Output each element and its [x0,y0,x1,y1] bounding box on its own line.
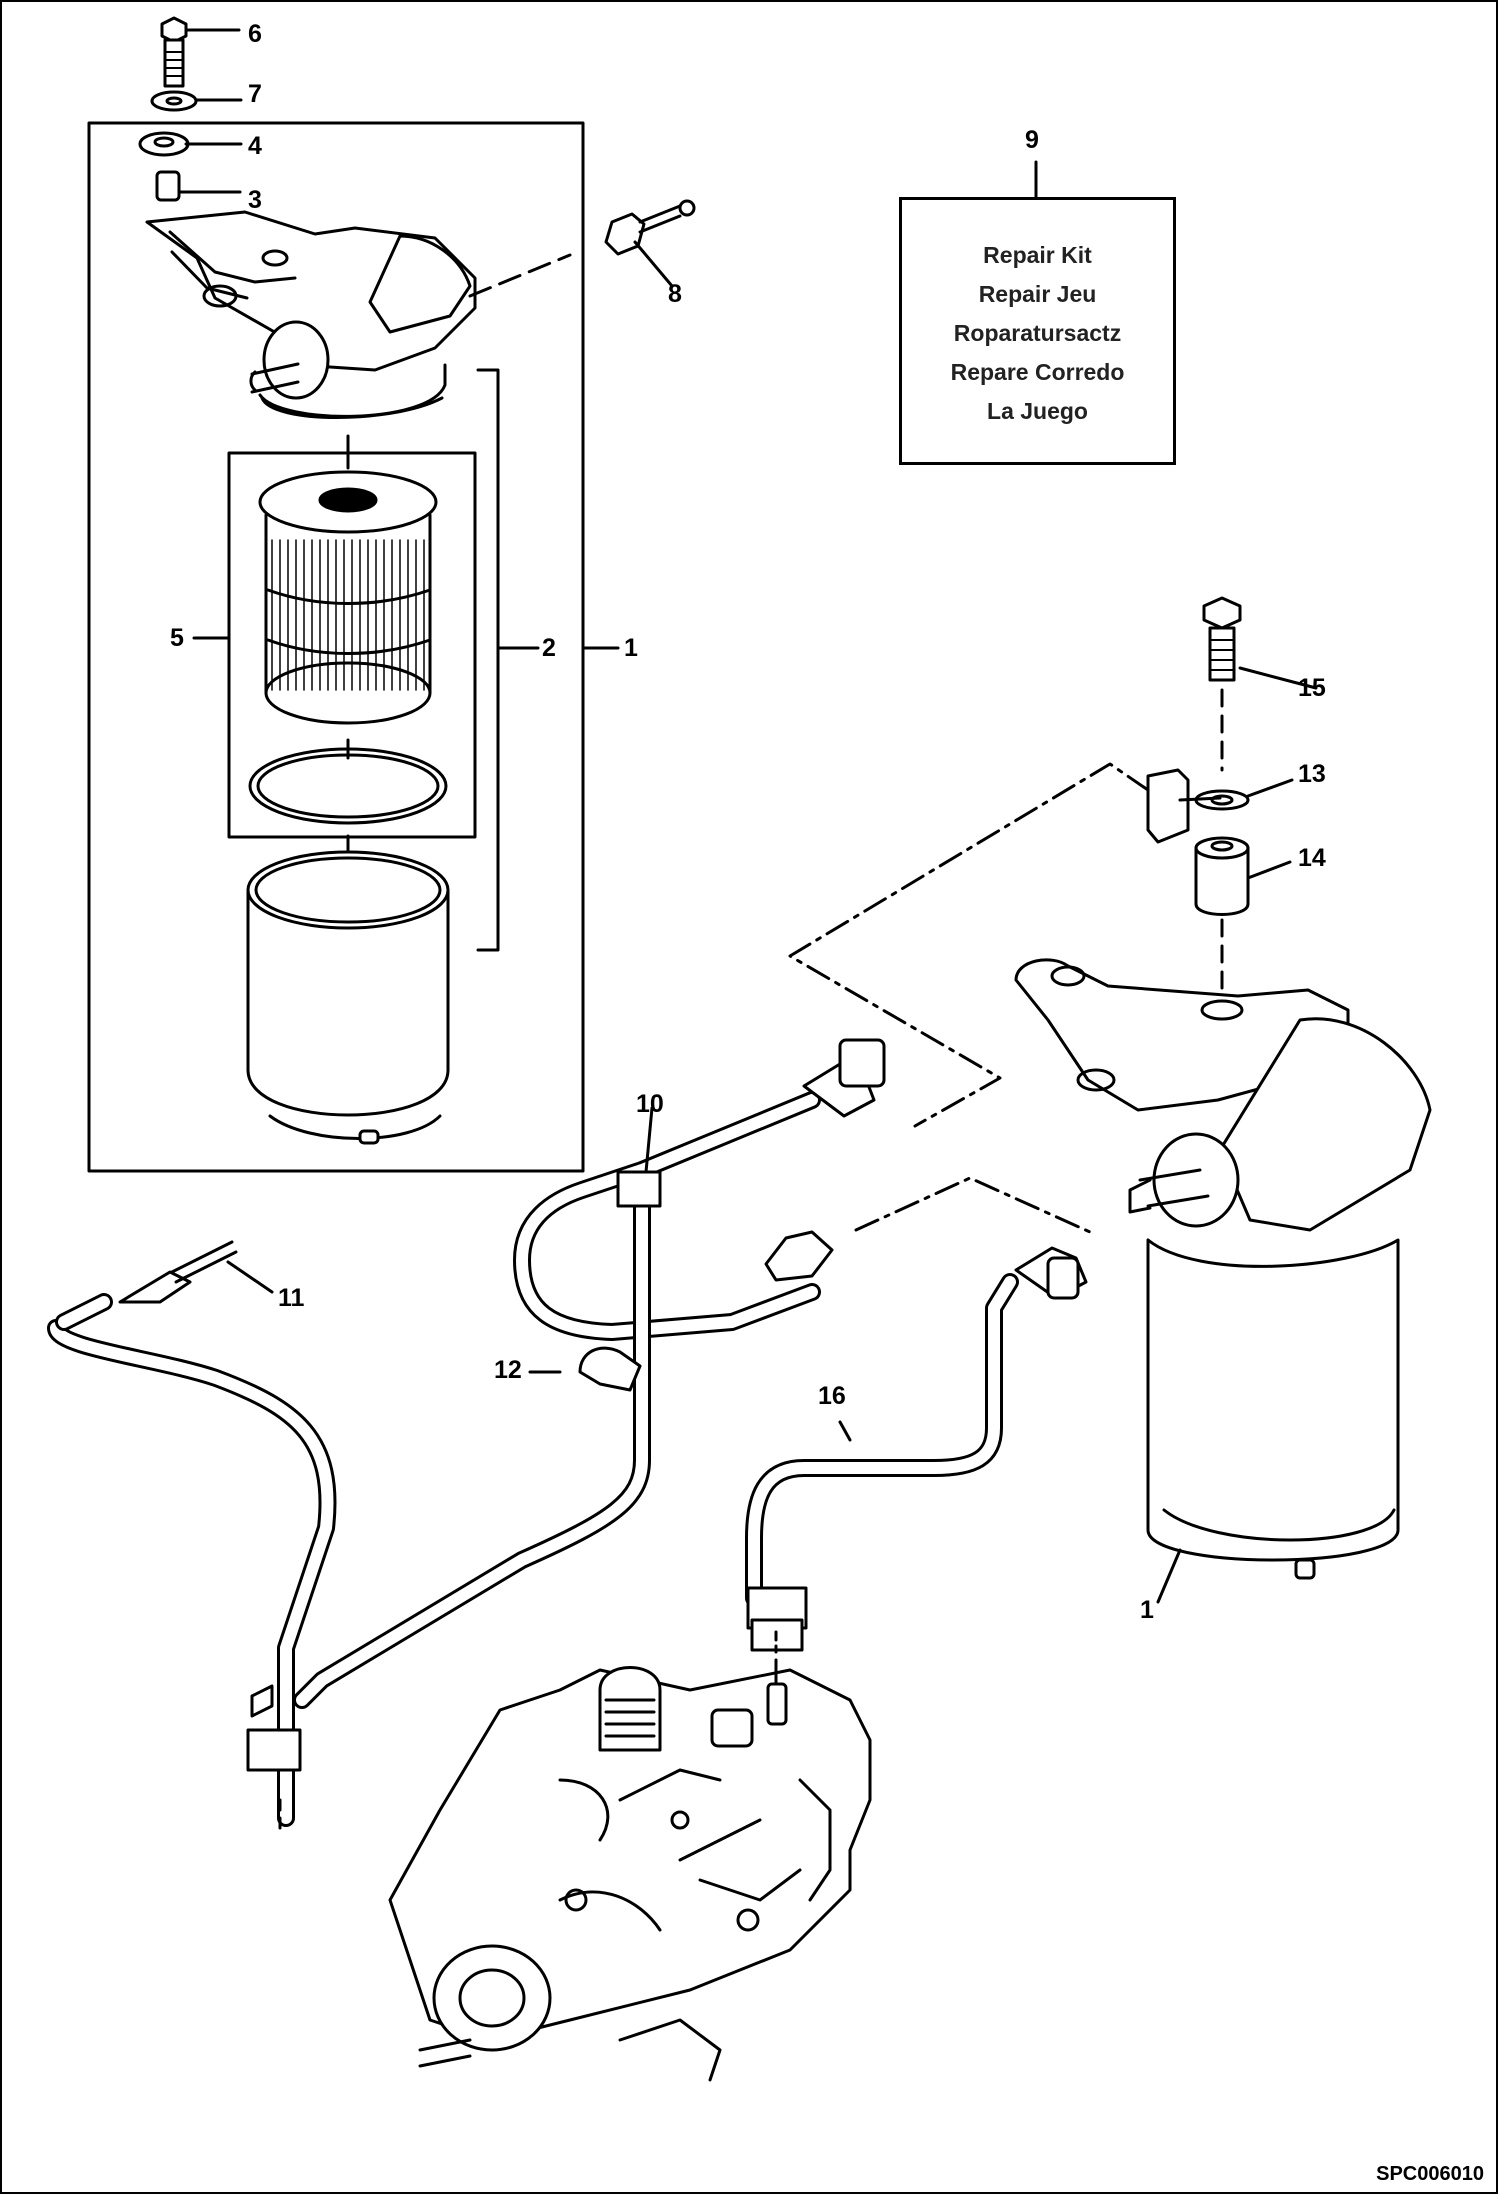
callout-15: 15 [1298,674,1326,702]
callout-4: 4 [248,132,262,160]
filter-bowl-part [246,850,450,1145]
sleeve-part [155,170,181,202]
repair-kit-line-2: Repair Jeu [978,281,1097,307]
fuel-line-16-part [745,1246,1088,1652]
callout-13: 13 [1298,760,1326,788]
filter-element-outline [227,451,477,839]
drawing-code: SPC006010 [1376,2163,1484,2185]
callout-5: 5 [170,624,184,652]
filter-element-part [258,470,438,725]
callout-11: 11 [278,1284,305,1312]
o-ring-part [248,747,448,825]
isolator-part [138,131,190,157]
callout-3: 3 [248,186,262,214]
filter-head-part [145,210,477,418]
callout-8: 8 [668,280,682,308]
injection-pump-part [388,1658,872,2082]
repair-kit-line-4: Repare Corredo [950,359,1125,385]
repair-kit-box: Repair Kit Repair Jeu Roparatursactz Rep… [899,197,1176,465]
callout-16: 16 [818,1382,846,1410]
bolt-15-part [1202,596,1242,682]
repair-kit-line-5: La Juego [987,398,1088,424]
callout-9: 9 [1025,126,1039,154]
callout-7: 7 [248,80,262,108]
callout-10: 10 [636,1090,664,1118]
spacer-14-part [1194,836,1250,916]
vent-fitting-part [604,199,696,256]
repair-kit-line-1: Repair Kit [983,242,1092,268]
callout-2: 2 [542,634,556,662]
fuel-line-11-part [47,1240,337,1827]
bracket-2 [476,368,540,952]
repair-kit-line-3: Roparatursactz [953,320,1122,346]
callout-1: 1 [624,634,638,662]
filter-assembly-right-part [1014,958,1432,1580]
callout-1-right: 1 [1140,1596,1154,1624]
callout-14: 14 [1298,844,1326,872]
clip-13-part [1146,768,1250,844]
callout-12: 12 [494,1356,522,1384]
washer-part [150,90,198,112]
clip-12-part [578,1346,642,1392]
bolt-part [160,16,188,88]
fuel-line-10-part [293,1038,886,1709]
callout-6: 6 [248,20,262,48]
